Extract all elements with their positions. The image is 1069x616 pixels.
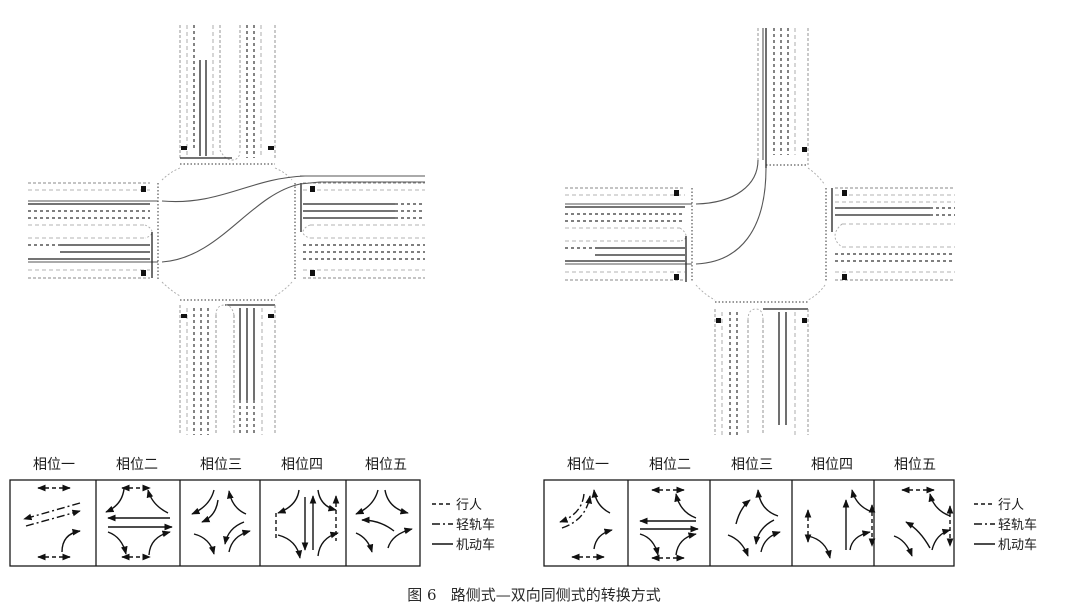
phase-4-diagram	[804, 489, 876, 559]
left-rail-track-lower	[161, 181, 321, 263]
right-east-approach	[825, 187, 955, 282]
phase-label: 相位二	[649, 457, 691, 473]
phase-label: 相位三	[731, 457, 773, 473]
phase-4-diagram	[275, 489, 340, 559]
right-rail-track-lower	[695, 167, 767, 265]
signal-icon	[802, 147, 807, 152]
signal-icon	[141, 186, 146, 192]
right-legend: 行人 轻轨车 机动车	[974, 498, 1037, 553]
phase-3-diagram	[191, 489, 251, 555]
right-west-approach	[565, 187, 693, 282]
signal-icon	[716, 318, 721, 323]
left-south-approach	[179, 299, 276, 435]
legend-pedestrian: 行人	[456, 498, 482, 513]
phase-label: 相位一	[567, 457, 609, 473]
signal-icon	[310, 270, 315, 276]
legend-pedestrian: 行人	[998, 498, 1024, 513]
signal-icon	[268, 146, 274, 150]
legend-light-rail: 轻轨车	[456, 517, 495, 533]
signal-icon	[674, 190, 679, 196]
phase-table-frame	[543, 479, 955, 567]
signal-icon	[141, 270, 146, 276]
left-intersection-plan	[28, 25, 425, 435]
legend-motor-vehicle: 机动车	[456, 537, 495, 553]
left-legend: 行人 轻轨车 机动车	[432, 498, 495, 553]
right-south-approach	[714, 301, 809, 435]
phase-table-frame	[9, 479, 421, 567]
phase-label: 相位三	[200, 457, 242, 473]
left-east-approach	[294, 175, 425, 280]
right-phase-table: 相位一 相位二 相位三 相位四 相位五	[543, 457, 1037, 567]
left-rail-track-upper	[161, 175, 306, 203]
phase-2-diagram	[105, 484, 173, 561]
phase-2-diagram	[639, 486, 699, 562]
phase-3-diagram	[727, 489, 781, 557]
right-intersection-plan	[565, 28, 955, 435]
phase-label: 相位五	[365, 457, 407, 473]
phase-5-diagram	[893, 486, 954, 557]
signal-icon	[842, 274, 847, 280]
signal-icon	[181, 146, 187, 150]
phase-label: 相位二	[116, 457, 158, 473]
phase-1-diagram	[23, 484, 81, 561]
signal-icon	[802, 318, 807, 323]
signal-icon	[181, 314, 187, 318]
phase-5-diagram	[355, 489, 413, 553]
left-west-approach	[28, 182, 159, 280]
right-rail-track-upper	[695, 159, 759, 205]
figure-caption: 图 6 路侧式—双向同侧式的转换方式	[407, 586, 661, 604]
right-north-approach	[757, 28, 809, 168]
left-north-approach	[179, 25, 276, 165]
phase-label: 相位一	[33, 457, 75, 473]
legend-light-rail: 轻轨车	[998, 517, 1037, 533]
signal-icon	[674, 274, 679, 280]
signal-icon	[842, 190, 847, 196]
phase-label: 相位五	[894, 457, 936, 473]
left-phase-table: 相位一 相位二 相位三 相位四 相位五	[9, 457, 495, 567]
phase-label: 相位四	[811, 457, 853, 473]
phase-label: 相位四	[281, 457, 323, 473]
signal-icon	[268, 314, 274, 318]
phase-1-diagram	[559, 489, 613, 561]
legend-motor-vehicle: 机动车	[998, 537, 1037, 553]
signal-icon	[310, 186, 315, 192]
